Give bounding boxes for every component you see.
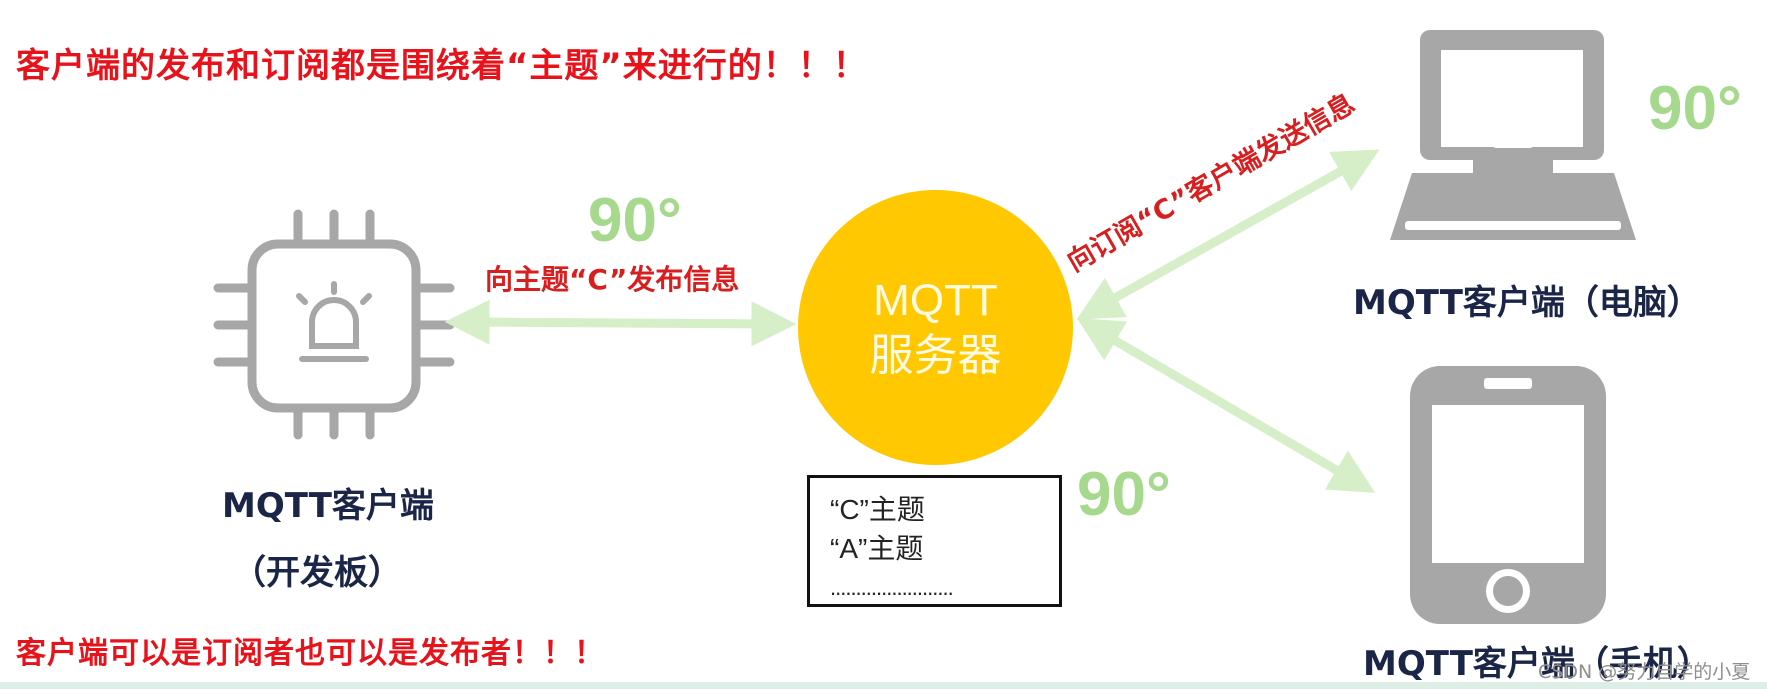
degree-label-left: 90° [588, 186, 682, 255]
phone-client-label: MQTT客户端（手机） [1363, 644, 1711, 684]
mqtt-server-node: MQTT 服务器 [798, 190, 1073, 465]
phone-arrow [1076, 318, 1376, 493]
top-note: 客户端的发布和订阅都是围绕着“主题”来进行的！！！ [16, 46, 868, 86]
bottom-note: 客户端可以是订阅者也可以是发布者！！！ [16, 636, 605, 671]
topic-item: “A”主题 [830, 533, 924, 564]
alarm-light-icon [296, 281, 372, 362]
degree-label-bottom-right: 90° [1077, 460, 1171, 529]
arrows [444, 149, 1380, 493]
topic-ellipsis: ........................ [830, 575, 954, 600]
chip-icon [213, 209, 455, 440]
laptop-arrow [1076, 149, 1380, 320]
phone-icon [1410, 366, 1606, 624]
publish-arrow [444, 299, 797, 347]
server-label-line2: 服务器 [869, 330, 1002, 380]
topic-list-box: “C”主题 “A”主题 ........................ [807, 475, 1062, 607]
publish-label: 向主题“C”发布信息 [485, 263, 740, 296]
degree-label-top-right: 90° [1648, 74, 1742, 143]
topic-item: “C”主题 [830, 494, 925, 525]
laptop-icon [1390, 30, 1636, 240]
board-client-label: MQTT客户端 [222, 486, 434, 526]
board-client-sublabel: （开发板） [232, 553, 402, 593]
computer-client-label: MQTT客户端（电脑） [1353, 283, 1701, 323]
watermark: CSDN @努力自学的小夏 [1538, 661, 1751, 683]
server-label-line1: MQTT [873, 275, 998, 325]
bottom-bar [0, 682, 1767, 689]
